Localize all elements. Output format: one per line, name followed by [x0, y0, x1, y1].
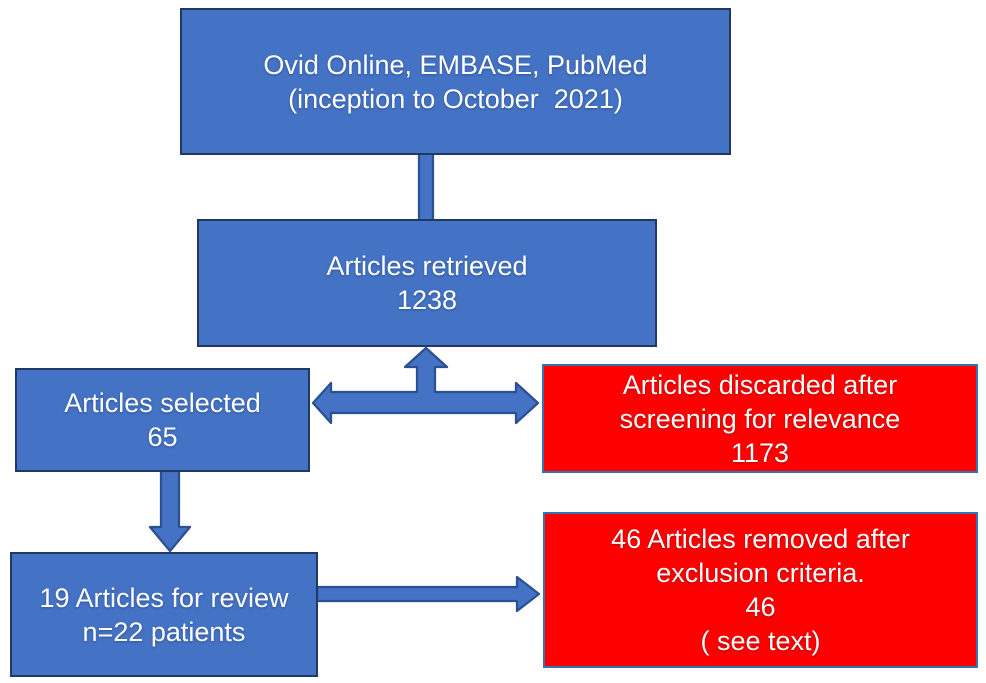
sources-line-2: (inception to October 2021)	[288, 83, 623, 114]
removed-note: ( see text)	[700, 626, 821, 656]
discarded-line-1: Articles discarded after	[622, 369, 898, 400]
discarded-line-2: screening for relevance	[619, 403, 901, 434]
arrow-review-removed	[315, 575, 541, 613]
articles-retrieved-box: Articles retrieved 1238	[197, 219, 657, 347]
selected-count: 65	[147, 422, 178, 452]
arrow-selected-review	[148, 469, 192, 553]
retrieved-count: 1238	[396, 285, 458, 315]
removed-line-1: 46 Articles removed after	[611, 524, 910, 554]
discarded-count: 1173	[730, 437, 790, 468]
retrieved-label: Articles retrieved	[326, 251, 528, 281]
articles-removed-box: 46 Articles removed after exclusion crit…	[543, 512, 978, 668]
articles-for-review-box: 19 Articles for review n=22 patients	[10, 552, 318, 677]
selected-label: Articles selected	[64, 388, 261, 418]
connector-sources-retrieved	[417, 148, 435, 224]
sources-line-1: Ovid Online, EMBASE, PubMed	[263, 49, 648, 80]
review-label: 19 Articles for review	[39, 582, 289, 613]
articles-discarded-box: Articles discarded after screening for r…	[542, 364, 978, 473]
review-patients: n=22 patients	[82, 616, 246, 647]
removed-count: 46	[745, 592, 776, 622]
removed-line-2: exclusion criteria.	[656, 558, 865, 588]
sources-box: Ovid Online, EMBASE, PubMed (inception t…	[180, 8, 731, 155]
articles-selected-box: Articles selected 65	[15, 368, 310, 472]
three-way-arrow-retrieved-selected-discarded	[311, 346, 540, 425]
